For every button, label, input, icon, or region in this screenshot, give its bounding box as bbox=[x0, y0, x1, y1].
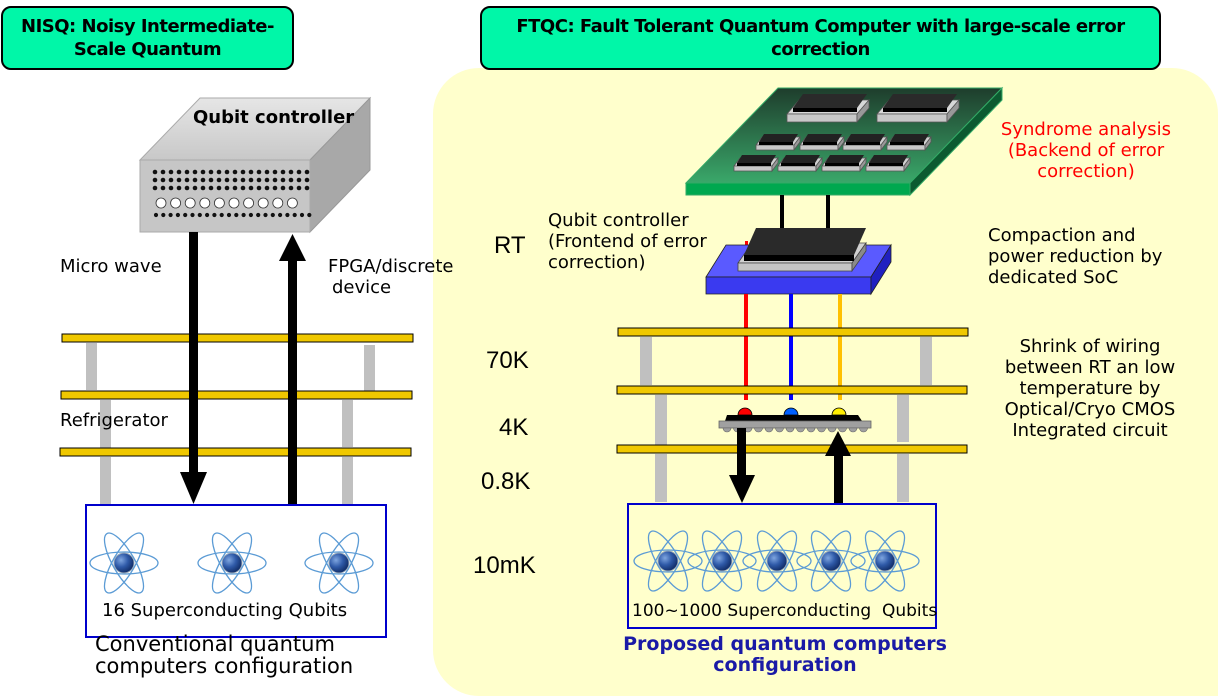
frontend-controller-label: Qubit controller (Frontend of error corr… bbox=[548, 210, 707, 273]
conventional-caption-line-1: Conventional quantum bbox=[95, 632, 335, 656]
wiring-label-line-1: Shrink of wiring bbox=[1019, 336, 1161, 357]
led-icon bbox=[170, 197, 182, 209]
soc-label-line-1: Compaction and bbox=[988, 225, 1136, 246]
led-icon bbox=[272, 197, 284, 209]
soc-label: Compaction and power reduction by dedica… bbox=[988, 225, 1162, 288]
syndrome-label-line-2: (Backend of error bbox=[1007, 140, 1165, 161]
led-icon bbox=[184, 197, 196, 209]
nisq-title-box: NISQ: Noisy Intermediate- Scale Quantum bbox=[1, 6, 294, 70]
wiring-label-line-4: Optical/Cryo CMOS bbox=[1004, 399, 1176, 420]
temp-label-70k: 70K bbox=[486, 347, 529, 374]
soc-label-line-2: power reduction by bbox=[988, 246, 1163, 267]
led-icon bbox=[243, 197, 255, 209]
right-temperature-plates bbox=[616, 327, 969, 454]
wiring-label-line-2: between RT an low bbox=[1004, 357, 1176, 378]
ftqc-title-line-1: FTQC: Fault Tolerant Quantum Computer wi… bbox=[516, 16, 1125, 37]
microwave-label: Micro wave bbox=[60, 256, 162, 277]
refrigerator-label: Refrigerator bbox=[60, 410, 168, 431]
left-refrigerator-supports bbox=[86, 343, 375, 505]
pcb-to-soc-wires bbox=[780, 195, 830, 230]
proposed-caption: Proposed quantum computers configuration bbox=[600, 634, 970, 676]
right-refrigerator-supports bbox=[640, 337, 932, 502]
qubit-controller-label: Qubit controller bbox=[193, 107, 355, 128]
wiring-shrink-label: Shrink of wiring between RT an low tempe… bbox=[990, 336, 1190, 441]
proposed-caption-line-2: configuration bbox=[713, 654, 857, 676]
frontend-label-line-1: Qubit controller bbox=[548, 210, 689, 231]
microwave-down-arrow bbox=[180, 232, 207, 504]
conventional-caption-line-2: computers configuration bbox=[95, 654, 354, 678]
fpga-label: FPGA/discrete device bbox=[328, 256, 453, 298]
cryo-up-arrow bbox=[825, 431, 851, 505]
led-icon bbox=[155, 197, 167, 209]
syndrome-analysis-label: Syndrome analysis (Backend of error corr… bbox=[996, 119, 1176, 182]
conventional-caption: Conventional quantum computers configura… bbox=[95, 633, 353, 677]
cryo-cmos-chip-icon bbox=[718, 407, 872, 433]
soc-label-line-3: dedicated SoC bbox=[988, 267, 1119, 288]
left-qubits-label: 16 Superconducting Qubits bbox=[102, 600, 348, 621]
nisq-title-line-1: NISQ: Noisy Intermediate- bbox=[21, 16, 274, 37]
qubit-controller-soc-icon bbox=[705, 228, 892, 296]
frontend-label-line-3: correction) bbox=[548, 252, 646, 273]
fpga-label-line-1: FPGA/discrete bbox=[328, 256, 454, 277]
led-icon bbox=[257, 197, 269, 209]
syndrome-analysis-pcb-icon bbox=[684, 86, 1004, 197]
frontend-label-line-2: (Frontend of error bbox=[548, 231, 707, 252]
nisq-title-line-2: Scale Quantum bbox=[73, 39, 222, 60]
qubit-controller-box-icon bbox=[138, 96, 372, 234]
cryo-down-arrow bbox=[729, 428, 755, 503]
blue-wire bbox=[789, 294, 793, 400]
temp-label-10mk: 10mK bbox=[473, 552, 536, 579]
temp-label-08k: 0.8K bbox=[481, 468, 531, 495]
temp-label-4k: 4K bbox=[499, 414, 529, 441]
led-icon bbox=[213, 197, 225, 209]
led-icon bbox=[228, 197, 240, 209]
syndrome-label-line-1: Syndrome analysis bbox=[1000, 119, 1172, 140]
ftqc-title-box: FTQC: Fault Tolerant Quantum Computer wi… bbox=[480, 6, 1161, 70]
red-wire bbox=[744, 294, 748, 400]
fpga-up-arrow bbox=[279, 234, 306, 505]
wiring-label-line-3: temperature by bbox=[1019, 378, 1161, 399]
syndrome-label-line-3: correction) bbox=[1037, 161, 1135, 182]
yellow-wire bbox=[838, 294, 842, 400]
led-icon bbox=[286, 197, 298, 209]
left-temperature-plates bbox=[59, 333, 414, 457]
proposed-caption-line-1: Proposed quantum computers bbox=[623, 633, 947, 655]
led-icon bbox=[199, 197, 211, 209]
optical-wires bbox=[744, 294, 842, 400]
fpga-label-line-2: device bbox=[332, 277, 392, 298]
ftqc-title-line-2: correction bbox=[771, 39, 870, 60]
right-qubits-label: 100~1000 Superconducting Qubits bbox=[632, 601, 938, 621]
wiring-label-line-5: Integrated circuit bbox=[1012, 420, 1168, 441]
temp-label-rt: RT bbox=[494, 232, 526, 259]
